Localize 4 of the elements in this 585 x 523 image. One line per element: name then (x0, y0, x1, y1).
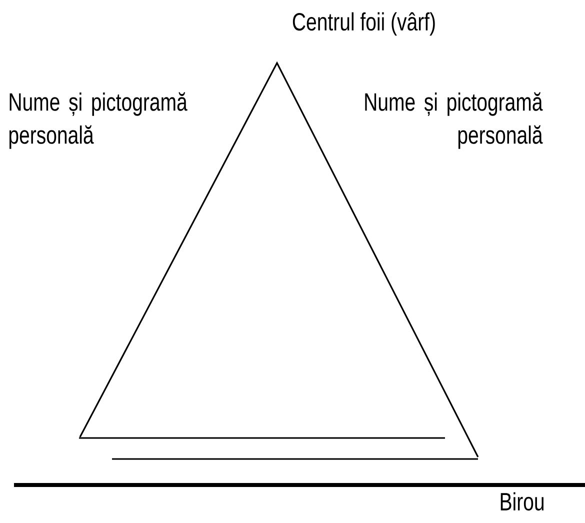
label: Nume și pictogramă personală (365, 92, 543, 149)
label: Birou (500, 492, 544, 511)
label: Nume și pictogramă personală (9, 92, 188, 149)
label: Centrul foii (vârf) (292, 12, 435, 36)
